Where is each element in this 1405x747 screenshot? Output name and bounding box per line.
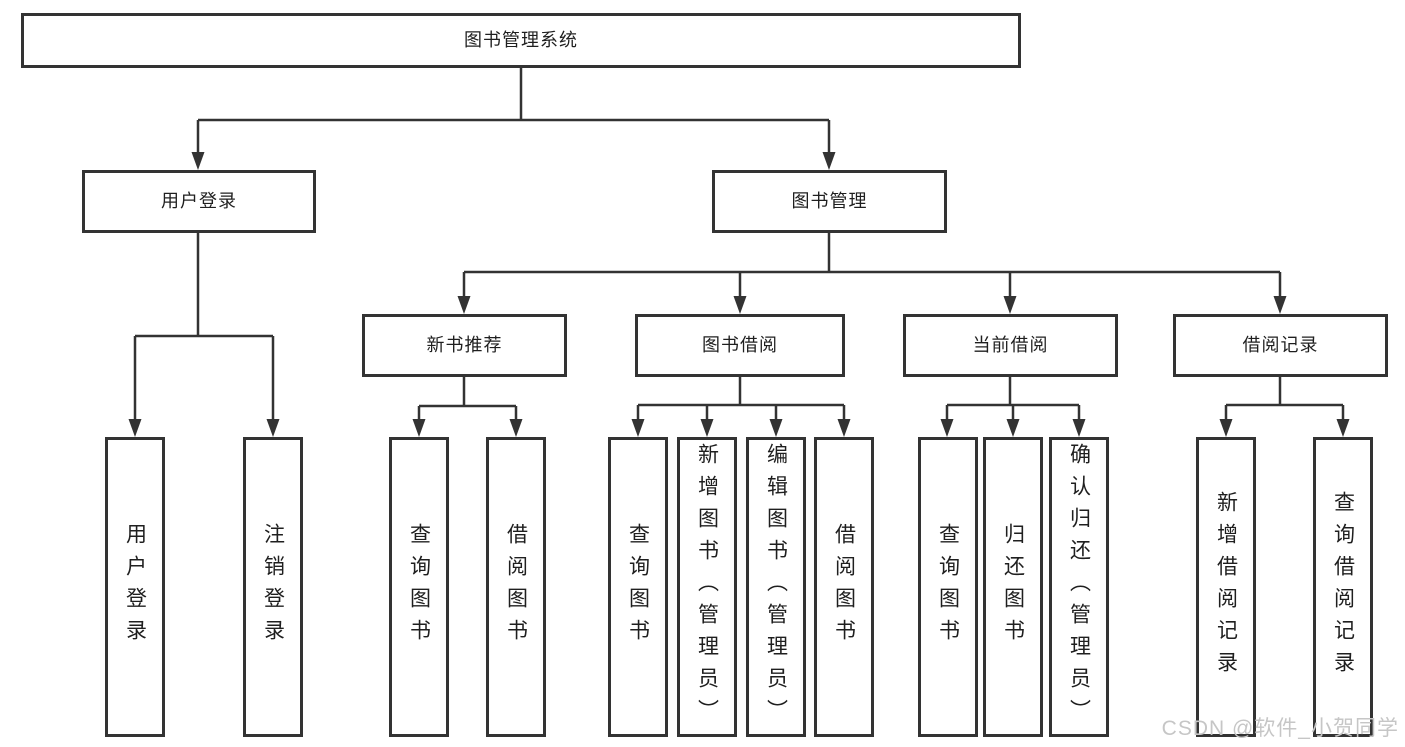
leaf-edit-books-admin: 编辑图书（管理员） — [746, 437, 806, 737]
leaf-query-books: 查询图书 — [608, 437, 668, 737]
arrowheads — [128, 152, 1350, 437]
node-label: 图书管理 — [791, 190, 868, 211]
node-label: 新增图书（管理员） — [695, 443, 719, 731]
node-label: 注销登录 — [261, 523, 285, 651]
node-current-borrowing: 当前借阅 — [903, 314, 1118, 377]
node-new-book-recommendation: 新书推荐 — [362, 314, 567, 377]
node-label: 确认归还（管理员） — [1067, 443, 1091, 731]
node-label: 图书管理系统 — [464, 29, 578, 50]
leaf-user-login: 用户登录 — [105, 437, 165, 737]
leaf-add-books-admin: 新增图书（管理员） — [677, 437, 737, 737]
node-label: 当前借阅 — [972, 334, 1049, 355]
node-label: 新书推荐 — [426, 334, 503, 355]
node-label: 用户登录 — [123, 523, 147, 651]
node-label: 借阅图书 — [504, 523, 528, 651]
node-label: 新增借阅记录 — [1214, 491, 1238, 683]
node-user-login: 用户登录 — [82, 170, 316, 233]
leaf-query-borrow-record: 查询借阅记录 — [1313, 437, 1373, 737]
leaf-logout: 注销登录 — [243, 437, 303, 737]
leaf-borrow-books-recommend: 借阅图书 — [486, 437, 546, 737]
node-borrowing-records: 借阅记录 — [1173, 314, 1388, 377]
leaf-borrow-books: 借阅图书 — [814, 437, 874, 737]
leaf-query-books-recommend: 查询图书 — [389, 437, 449, 737]
leaf-return-books: 归还图书 — [983, 437, 1043, 737]
node-label: 编辑图书（管理员） — [764, 443, 788, 731]
node-label: 用户登录 — [161, 190, 237, 211]
node-label: 查询图书 — [626, 523, 650, 651]
leaf-add-borrow-record: 新增借阅记录 — [1196, 437, 1256, 737]
leaf-query-books-current: 查询图书 — [918, 437, 978, 737]
node-label: 查询借阅记录 — [1331, 491, 1355, 683]
node-label: 查询图书 — [936, 523, 960, 651]
node-label: 查询图书 — [407, 523, 431, 651]
node-library-management-system: 图书管理系统 — [21, 13, 1021, 68]
node-label: 借阅图书 — [832, 523, 856, 651]
node-label: 图书借阅 — [702, 334, 778, 355]
node-book-borrowing: 图书借阅 — [635, 314, 845, 377]
node-label: 归还图书 — [1001, 523, 1025, 651]
node-book-management: 图书管理 — [712, 170, 947, 233]
node-label: 借阅记录 — [1242, 334, 1319, 355]
leaf-confirm-return-admin: 确认归还（管理员） — [1049, 437, 1109, 737]
csdn-watermark: CSDN @软件_小贺同学 — [1161, 717, 1399, 740]
